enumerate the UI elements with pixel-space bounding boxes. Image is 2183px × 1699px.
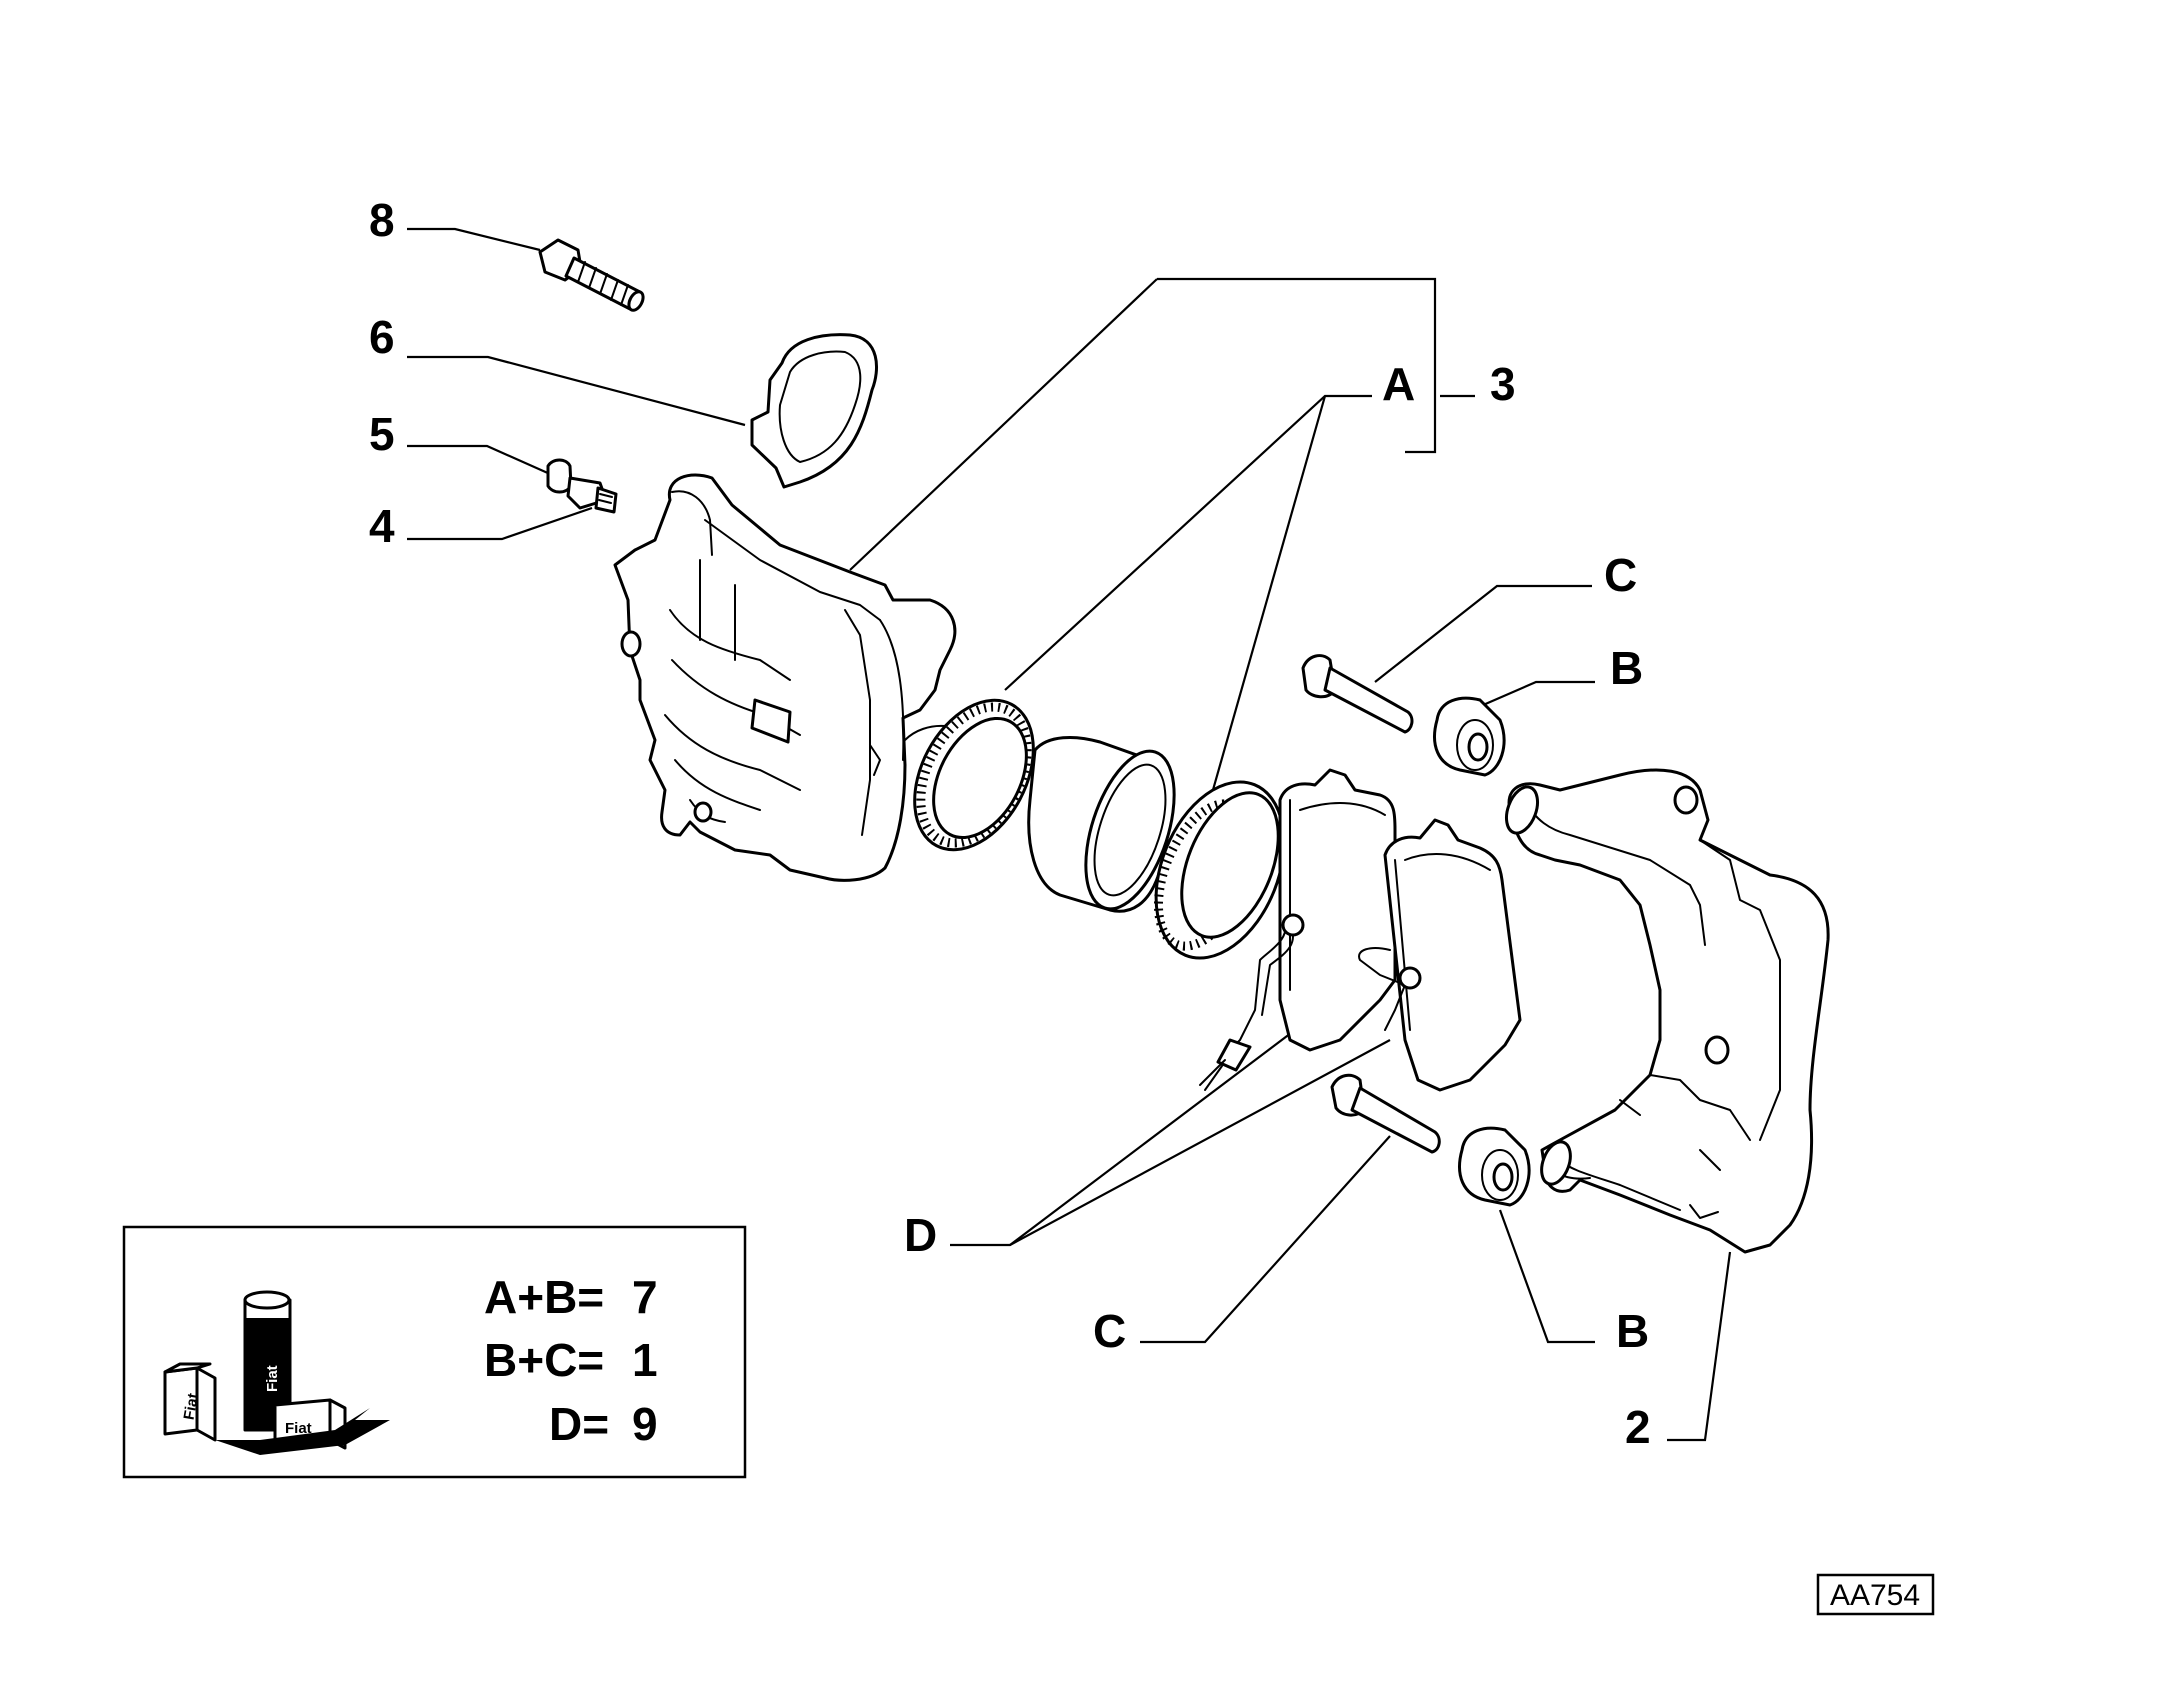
bracket-3 xyxy=(1157,277,1437,454)
fiat-kit-logo-icon: Fiat Fiat Fiat xyxy=(163,1290,390,1455)
dust-boot xyxy=(1153,780,1286,960)
callout-2: 2 xyxy=(1625,1401,1651,1453)
callout-4: 4 xyxy=(369,500,395,552)
leader-D-2 xyxy=(1009,1029,1296,1246)
leader-5 xyxy=(407,444,551,476)
leader-B-bottom xyxy=(1498,1209,1595,1344)
leader-C-bottom xyxy=(1140,1135,1391,1344)
caliper-body xyxy=(613,473,957,882)
leader-2 xyxy=(1667,1251,1732,1442)
kit-legend-box: Fiat Fiat Fiat A+B= 7 B+C= 1 D= 9 xyxy=(122,1225,747,1479)
callout-3: 3 xyxy=(1490,358,1516,410)
legend-value-3: 9 xyxy=(632,1398,658,1450)
leader-6 xyxy=(407,355,746,427)
callout-B-bottom: B xyxy=(1616,1305,1649,1357)
legend-key-1: A+B= xyxy=(484,1271,604,1323)
leader-A-seal xyxy=(1203,395,1327,819)
piston-seal xyxy=(913,698,1035,852)
callout-A: A xyxy=(1382,358,1415,410)
bleeder-screw-part-4 xyxy=(566,476,618,514)
legend-value-2: 1 xyxy=(632,1334,658,1386)
reference-code-box: AA754 xyxy=(1816,1573,1935,1616)
leader-B-top xyxy=(1466,680,1595,714)
svg-text:Fiat: Fiat xyxy=(181,1392,202,1421)
leader-A xyxy=(1004,394,1372,691)
carrier-bracket-part-2 xyxy=(1504,768,1830,1254)
leader-body xyxy=(849,278,1158,571)
bushing-bottom-B xyxy=(1458,1126,1531,1207)
callout-D: D xyxy=(904,1209,937,1261)
bolt-part-8 xyxy=(538,238,645,312)
legend-value-1: 7 xyxy=(632,1271,658,1323)
brake-pad-inner xyxy=(1278,768,1397,1052)
callout-B-top: B xyxy=(1610,642,1643,694)
leader-lines xyxy=(407,227,1732,1442)
legend-key-3: D= xyxy=(549,1398,609,1450)
wear-sensor-wire xyxy=(1199,913,1422,1091)
leader-C-top xyxy=(1374,584,1592,683)
callout-6: 6 xyxy=(369,311,395,363)
guard-plate-part-6 xyxy=(750,333,878,489)
callout-5: 5 xyxy=(369,408,395,460)
bushing-top-B xyxy=(1433,696,1506,777)
guide-bolt-top-C xyxy=(1301,654,1414,734)
guide-bolt-bottom-C xyxy=(1330,1073,1441,1154)
leader-4 xyxy=(407,506,593,541)
brake-pad-outer xyxy=(1383,818,1522,1092)
svg-text:Fiat: Fiat xyxy=(285,1420,312,1437)
callout-C-top: C xyxy=(1604,549,1637,601)
svg-text:Fiat: Fiat xyxy=(264,1365,281,1392)
leader-8 xyxy=(407,227,541,252)
callout-8: 8 xyxy=(369,194,395,246)
callout-C-bottom: C xyxy=(1093,1305,1126,1357)
legend-key-2: B+C= xyxy=(484,1334,604,1386)
leader-D xyxy=(950,1039,1391,1247)
reference-code: AA754 xyxy=(1830,1579,1920,1612)
